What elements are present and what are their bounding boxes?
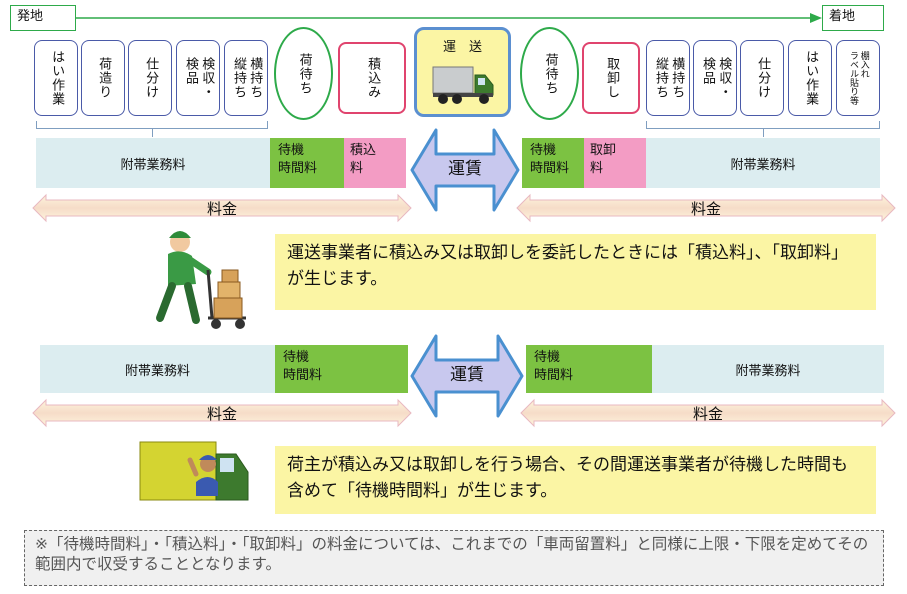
s1-right-charge-label: 料金	[690, 199, 721, 218]
flow-arrow	[76, 13, 822, 23]
s1-freight-arrow	[410, 128, 520, 212]
origin-task-stacking: はい作業	[34, 40, 78, 116]
transport-label: 運 送	[442, 40, 482, 55]
s1-left-charge-bar	[32, 193, 412, 223]
truck-icon	[432, 66, 493, 104]
footnote: ※「待機時間料」・「積込料」・「取卸料」の料金については、これまでの「車両留置料…	[24, 530, 884, 586]
origin-task-inspection: 検収・ 検品	[176, 40, 220, 116]
origin-tasks-brace	[36, 121, 268, 129]
s1-right-charge-bar	[516, 193, 896, 223]
worker-cart-icon	[156, 231, 246, 329]
origin-task-sorting: 仕分け	[128, 40, 172, 116]
s2-message: 荷主が積込み又は取卸しを行う場合、その間運送事業者が待機した時間も含めて「待機時…	[275, 446, 876, 514]
unloading-box: 取卸し	[582, 42, 640, 114]
s1-freight-label: 運賃	[448, 159, 482, 179]
s2-right-incidental-fee: 附帯業務料	[652, 345, 884, 393]
destination-waiting: 荷待ち	[520, 27, 579, 120]
s2-left-waiting-fee: 待機 時間料	[275, 345, 408, 393]
s1-unloading-fee: 取卸 料	[584, 138, 646, 188]
s2-left-charge-label: 料金	[206, 404, 237, 423]
dest-task-inspection: 検収・ 検品	[693, 40, 737, 116]
dest-task-transfer: 横持ち 縦持ち	[646, 40, 690, 116]
destination-label: 着地	[822, 5, 884, 31]
dest-task-shelving: 棚入れ ラベル貼り等	[836, 40, 880, 116]
s1-left-charge-label: 料金	[206, 199, 237, 218]
dest-tasks-brace	[646, 121, 880, 129]
s2-right-charge-bar	[520, 398, 896, 428]
s1-right-waiting-fee: 待機 時間料	[522, 138, 584, 188]
origin-label: 発地	[10, 5, 76, 31]
origin-task-transfer: 横持ち 縦持ち	[224, 40, 268, 116]
s2-freight-arrow	[410, 334, 524, 418]
origin-brace-stem	[152, 129, 153, 137]
s1-message: 運送事業者に積込み又は取卸しを委託したときには「積込料」、「取卸料」が生じます。	[275, 234, 876, 310]
s1-right-incidental-fee: 附帯業務料	[646, 138, 880, 188]
dest-brace-stem	[763, 129, 764, 137]
s1-left-waiting-fee: 待機 時間料	[270, 138, 344, 188]
s1-loading-fee: 積込 料	[344, 138, 406, 188]
origin-waiting: 荷待ち	[274, 27, 333, 120]
s1-left-incidental-fee: 附帯業務料	[36, 138, 270, 188]
s2-right-charge-label: 料金	[692, 404, 723, 423]
s2-freight-label: 運賃	[450, 365, 484, 385]
s2-left-charge-bar	[32, 398, 412, 428]
loading-box: 積込み	[338, 42, 406, 114]
origin-task-packing: 荷造り	[81, 40, 125, 116]
s2-left-incidental-fee: 附帯業務料	[40, 345, 275, 393]
dest-task-sorting: 仕分け	[740, 40, 784, 116]
dest-task-stacking: はい作業	[788, 40, 832, 116]
transport-box: 運 送	[414, 27, 511, 117]
s2-right-waiting-fee: 待機 時間料	[526, 345, 652, 393]
driver-truck-icon	[139, 441, 249, 501]
